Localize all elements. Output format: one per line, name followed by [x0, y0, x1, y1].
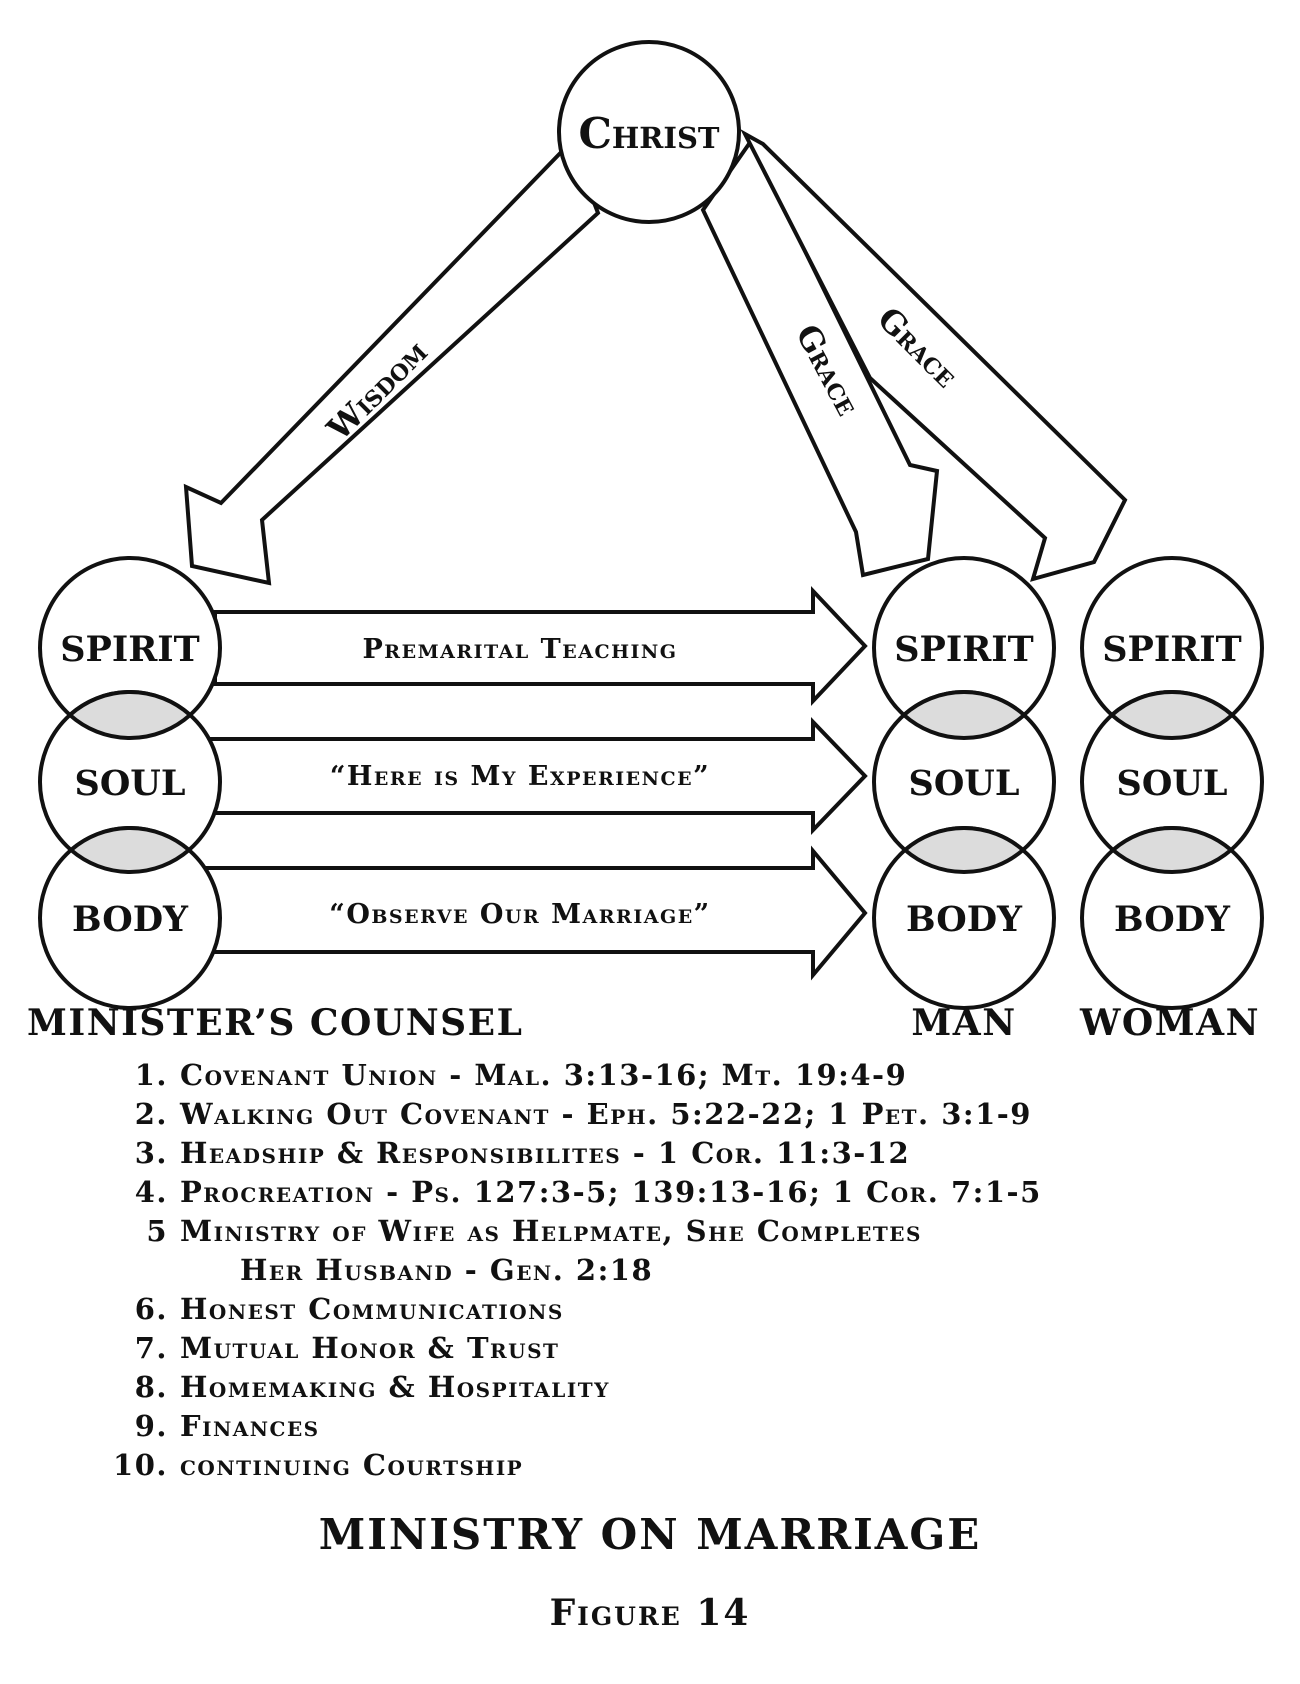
list-item-text: Headship & Responsibilites - 1 Cor. 11:3… [180, 1136, 911, 1170]
man-label: MAN [911, 1002, 1016, 1040]
experience-arrow [198, 717, 868, 835]
counsel-soul-label: SOUL [75, 763, 186, 804]
woman-spirit-label: SPIRIT [1102, 629, 1241, 670]
list-item-number: 8. [134, 1370, 168, 1404]
man-body-label: BODY [906, 899, 1023, 940]
man-soul-label: SOUL [909, 763, 1020, 804]
list-item-text: Walking Out Covenant - Eph. 5:22-22; 1 P… [180, 1097, 1032, 1131]
list-item-text: Mutual Honor & Trust [180, 1331, 560, 1365]
counsel-overlap-1 [66, 690, 194, 740]
woman-overlap-2 [1109, 826, 1235, 874]
list-item-number: 3. [134, 1136, 168, 1170]
list-item-text: Homemaking & Hospitality [180, 1370, 610, 1404]
woman-body-label: BODY [1114, 899, 1231, 940]
list-item-text: Ministry of Wife as Helpmate, She Comple… [180, 1214, 922, 1248]
list-item-number: 4. [134, 1175, 168, 1209]
christ-label: Christ [578, 109, 719, 158]
list-item-text: Finances [180, 1409, 320, 1443]
list-item-text: Honest Communications [180, 1292, 564, 1326]
wisdom-arrow [183, 138, 601, 586]
list-item-number: 5 [146, 1214, 168, 1248]
man-spirit-label: SPIRIT [894, 629, 1033, 670]
list-item-number: 6. [134, 1292, 168, 1326]
premarital-teaching-label: Premarital Teaching [363, 634, 678, 665]
marriage-ministry-diagram: Christ Wisdom Grace Grace SPIRITSOULBODY… [27, 40, 1264, 1040]
list-item-text: Procreation - Ps. 127:3-5; 139:13-16; 1 … [180, 1175, 1042, 1209]
man-overlap-2 [901, 826, 1027, 874]
woman-label: WOMAN [1079, 1002, 1260, 1040]
list-item-text: Covenant Union - Mal. 3:13-16; Mt. 19:4-… [180, 1058, 908, 1092]
list-item-number: 1. [134, 1058, 168, 1092]
list-item-continuation: Her Husband - Gen. 2:18 [240, 1253, 654, 1287]
page-title: MINISTRY ON MARRIAGE [318, 1510, 982, 1559]
list-item-number: 10. [113, 1448, 168, 1482]
grace-woman-arrow [740, 129, 1128, 582]
counsel-body-label: BODY [72, 899, 189, 940]
man-overlap-1 [900, 690, 1028, 740]
counsel-spirit-label: SPIRIT [60, 629, 199, 670]
premarital-teaching-arrow [213, 585, 868, 707]
figure-caption: Figure 14 [549, 1592, 751, 1634]
observe-marriage-arrow [198, 845, 868, 981]
woman-soul-label: SOUL [1117, 763, 1228, 804]
list-item-number: 9. [134, 1409, 168, 1443]
ministers-counsel-label: MINISTER’S COUNSEL [27, 1002, 523, 1040]
man-stack: SPIRIT SOUL BODY [872, 556, 1056, 1010]
counsel-stack: SPIRIT SOUL BODY [38, 556, 222, 1010]
observe-marriage-label: “Observe Our Marriage” [329, 899, 710, 930]
experience-label: “Here is My Experience” [330, 761, 710, 792]
woman-overlap-1 [1108, 690, 1236, 740]
list-item-text: continuing Courtship [180, 1448, 524, 1482]
woman-stack: SPIRIT SOUL BODY [1080, 556, 1264, 1010]
counsel-overlap-2 [67, 826, 193, 874]
list-item-number: 2. [134, 1097, 168, 1131]
list-item-number: 7. [134, 1331, 168, 1365]
christ-circle [557, 40, 741, 224]
